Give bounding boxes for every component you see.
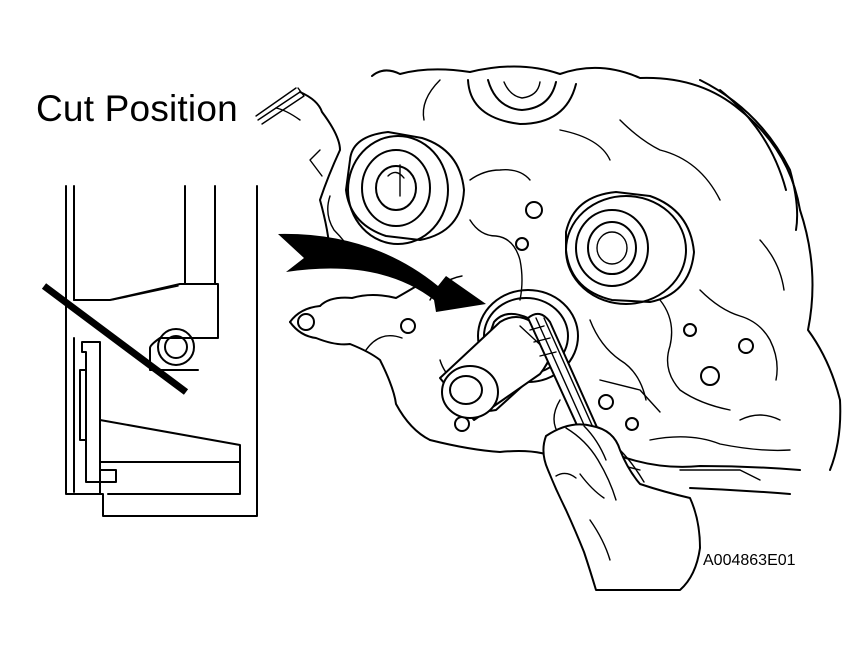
direction-arrow — [278, 233, 486, 312]
left-idler-pulley — [345, 131, 465, 245]
cut-position-detail — [41, 185, 258, 517]
bolt-holes — [297, 201, 754, 432]
cut-line — [41, 283, 189, 395]
upper-pulley — [467, 79, 577, 125]
cut-position-label: Cut Position — [36, 88, 238, 129]
label-leader — [255, 87, 305, 125]
hand — [542, 423, 701, 591]
casting-contours — [275, 79, 791, 481]
engine-front-view — [275, 65, 842, 591]
figure-code: A004863E01 — [703, 552, 796, 569]
seal-boss — [149, 328, 199, 371]
oil-seal-lip — [79, 341, 117, 483]
right-idler-pulley — [565, 191, 695, 305]
